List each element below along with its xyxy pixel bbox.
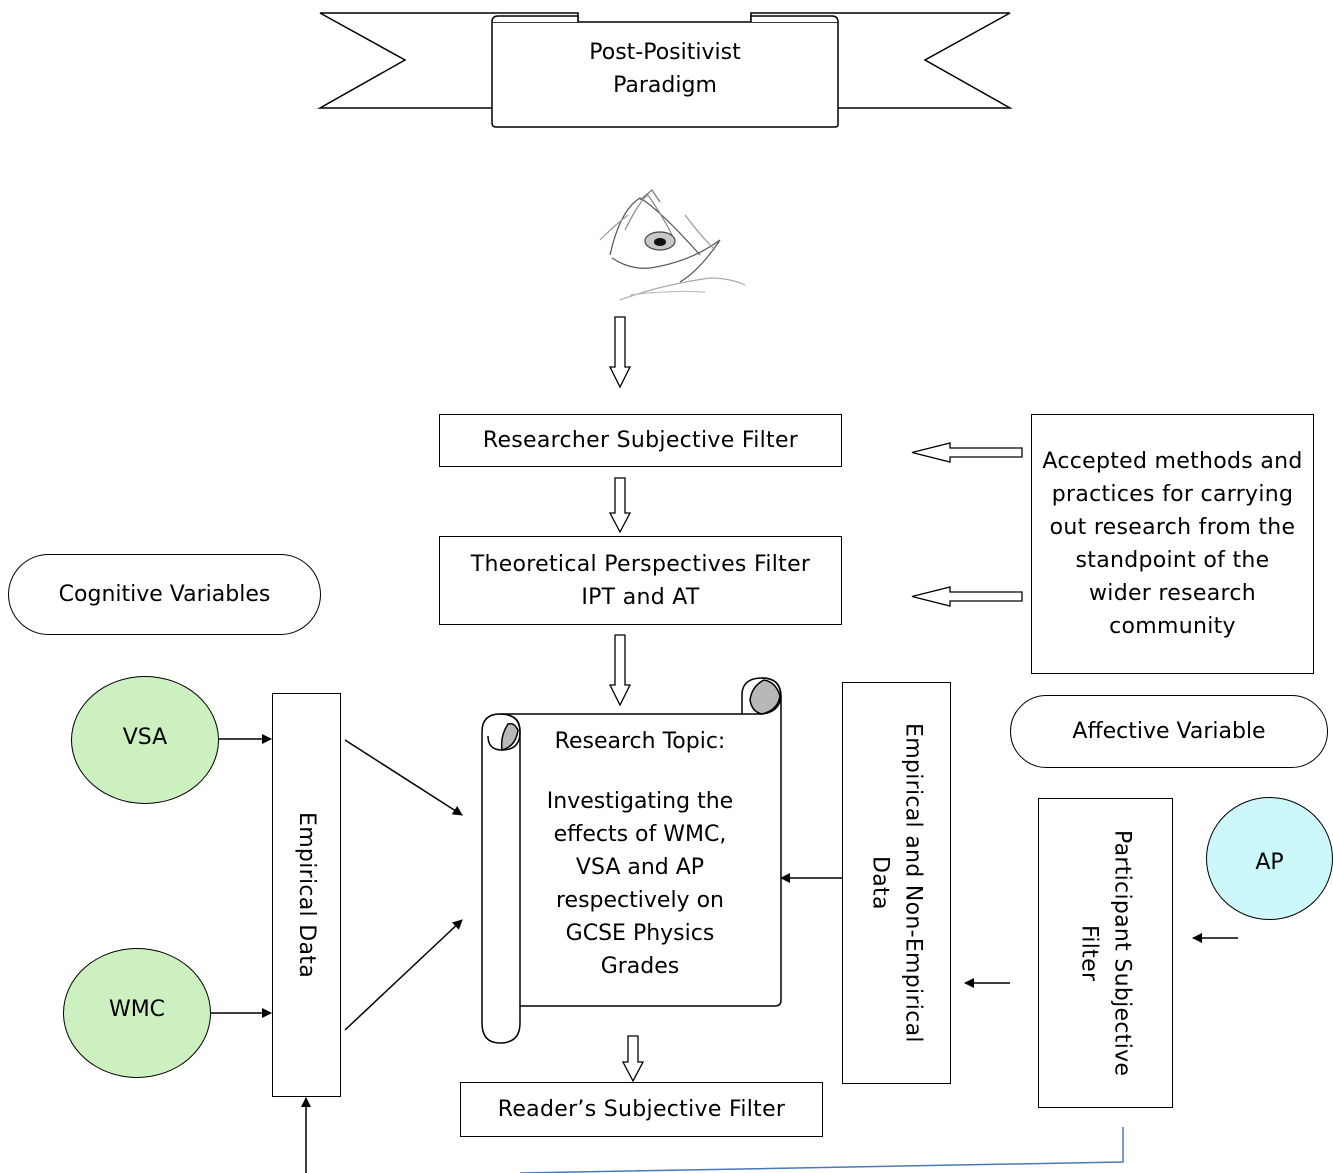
hollow-down-arrows (608, 316, 645, 1083)
researcher-subjective-filter: Researcher Subjective Filter (439, 414, 842, 467)
ap-label: AP (1255, 850, 1284, 875)
participant-subjective-filter-box: Participant Subjective Filter (1038, 798, 1173, 1108)
theoretical-filter-line-2: IPT and AT (581, 584, 700, 610)
wmc-label: WMC (108, 997, 166, 1022)
cognitive-variables-pill: Cognitive Variables (8, 554, 321, 635)
vsa-label: VSA (122, 725, 168, 750)
research-topic-heading: Research Topic: (554, 729, 726, 754)
empirical-data-box: Empirical Data (272, 693, 341, 1097)
theoretical-filter-line-1: Theoretical Perspectives Filter (470, 551, 811, 577)
arrow-theory-to-topic (608, 634, 632, 707)
eye-icon (599, 189, 746, 301)
banner-line-2: Paradigm (613, 73, 717, 98)
arrow-eye-to-researcher (608, 316, 632, 389)
researcher-filter-label: Researcher Subjective Filter (482, 428, 799, 453)
theoretical-perspectives-filter: Theoretical Perspectives Filter IPT and … (439, 536, 842, 625)
hollow-left-arrows (911, 442, 1023, 607)
accepted-methods-box: Accepted methods and practices for carry… (1031, 414, 1314, 674)
vsa-oval: VSA (71, 676, 219, 804)
participant-feedback-line (519, 1127, 1124, 1173)
solid-arrows (210, 734, 1238, 1173)
wmc-oval: WMC (63, 948, 211, 1078)
research-topic-body: Investigating the effects of WMC, VSA an… (546, 789, 734, 979)
affective-variable-label: Affective Variable (1072, 719, 1266, 744)
empirical-data-label: Empirical Data (294, 812, 319, 978)
arrow-methods-to-researcher (911, 442, 1023, 463)
arrow-researcher-to-theory (608, 477, 632, 534)
banner-ribbon (317, 12, 1013, 128)
empirical-nonempirical-box: Empirical and Non-Empirical Data (842, 682, 951, 1084)
readers-subjective-filter: Reader’s Subjective Filter (460, 1082, 823, 1137)
affective-variable-pill: Affective Variable (1010, 695, 1328, 768)
cognitive-variables-label: Cognitive Variables (58, 582, 271, 607)
arrow-methods-to-theory (911, 586, 1023, 607)
banner-title: Post-Positivist Paradigm (500, 36, 830, 102)
arrow-topic-to-reader (621, 1035, 645, 1083)
research-topic-scroll (481, 677, 782, 1044)
accepted-methods-text: Accepted methods and practices for carry… (1042, 449, 1303, 639)
participant-filter-label: Participant Subjective Filter (1076, 829, 1135, 1077)
ap-oval: AP (1206, 797, 1333, 920)
banner-line-1: Post-Positivist (589, 40, 741, 65)
reader-filter-label: Reader’s Subjective Filter (497, 1097, 786, 1122)
empirical-nonempirical-label: Empirical and Non-Empirical Data (867, 723, 926, 1043)
